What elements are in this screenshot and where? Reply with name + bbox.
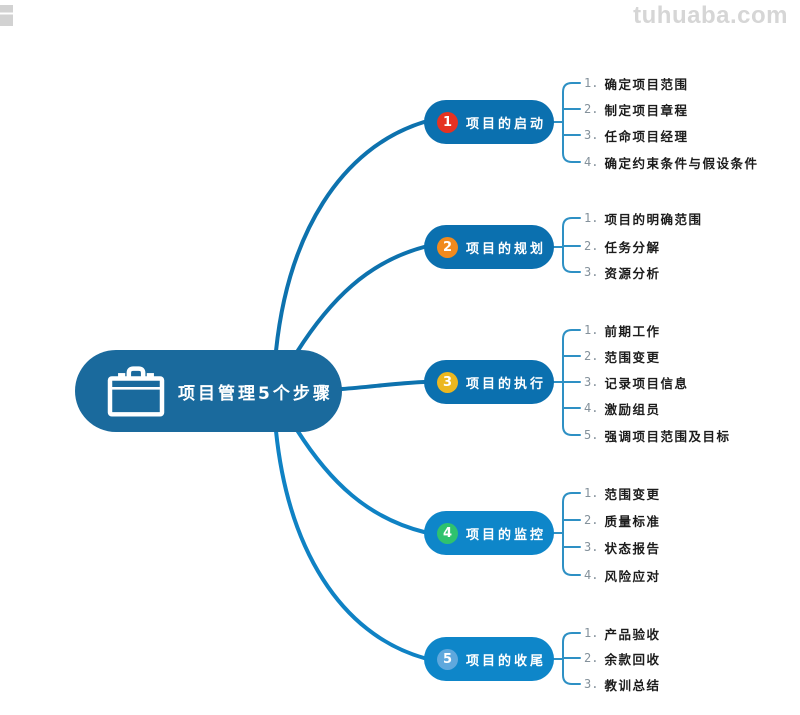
subtopic-number: 4. <box>584 155 599 169</box>
subtopic-text: 确定约束条件与假设条件 <box>604 155 759 171</box>
watermark: tuhuaba.com <box>633 2 788 29</box>
subtopic-number: 3. <box>584 128 599 142</box>
branch-3-number-badge: 3 <box>437 371 458 393</box>
branch-node-3[interactable]: 3 项目的执行 <box>424 360 554 404</box>
connector-root-branch5 <box>274 429 426 660</box>
connector-root-branch3 <box>340 380 426 391</box>
subtopic-text: 激励组员 <box>604 401 661 417</box>
subtopic-2-1[interactable]: 1. 项目的明确范围 <box>584 209 702 227</box>
subtopic-1-1[interactable]: 1. 确定项目范围 <box>584 74 688 92</box>
subtopic-4-4[interactable]: 4. 风险应对 <box>584 566 660 584</box>
branch-1-number-badge: 1 <box>437 111 458 133</box>
corner-watermark-fragment <box>0 5 13 26</box>
subtopic-2-3[interactable]: 3. 资源分析 <box>584 263 660 281</box>
subtopic-text: 状态报告 <box>604 540 661 556</box>
subtopic-text: 任务分解 <box>604 239 661 255</box>
subtopic-text: 确定项目范围 <box>604 76 689 92</box>
subtopic-number: 2. <box>584 239 599 253</box>
branch-5-number-badge: 5 <box>437 648 458 670</box>
subtopic-number: 2. <box>584 513 599 527</box>
subtopic-text: 教训总结 <box>604 677 661 693</box>
bracket-branch4 <box>553 492 581 576</box>
branch-3-label: 项目的执行 <box>466 376 547 392</box>
subtopic-4-2[interactable]: 2. 质量标准 <box>584 511 660 529</box>
bracket-branch2 <box>553 217 581 273</box>
subtopic-number: 3. <box>584 540 599 554</box>
subtopic-text: 风险应对 <box>604 568 661 584</box>
subtopic-text: 质量标准 <box>604 513 661 529</box>
branch-2-label: 项目的规划 <box>466 241 547 257</box>
connector-root-branch1 <box>274 120 426 353</box>
connector-root-branch4 <box>295 428 426 534</box>
subtopic-3-1[interactable]: 1. 前期工作 <box>584 321 660 339</box>
subtopic-2-2[interactable]: 2. 任务分解 <box>584 237 660 255</box>
subtopic-4-1[interactable]: 1. 范围变更 <box>584 484 660 502</box>
briefcase-icon <box>107 366 165 417</box>
bracket-branch5 <box>553 632 581 685</box>
branch-node-2[interactable]: 2 项目的规划 <box>424 225 554 269</box>
subtopic-number: 1. <box>584 626 599 640</box>
subtopic-text: 记录项目信息 <box>604 375 689 391</box>
subtopic-text: 范围变更 <box>604 349 661 365</box>
connector-root-branch2 <box>295 245 426 354</box>
subtopic-number: 3. <box>584 375 599 389</box>
branch-node-1[interactable]: 1 项目的启动 <box>424 100 554 144</box>
subtopic-1-4[interactable]: 4. 确定约束条件与假设条件 <box>584 153 758 171</box>
branch-1-label: 项目的启动 <box>466 116 547 132</box>
subtopic-3-2[interactable]: 2. 范围变更 <box>584 347 660 365</box>
root-node[interactable]: 项目管理5个步骤 <box>75 350 342 432</box>
subtopic-number: 2. <box>584 102 599 116</box>
bracket-branch1 <box>553 82 581 163</box>
subtopic-4-3[interactable]: 3. 状态报告 <box>584 538 660 556</box>
subtopic-3-5[interactable]: 5. 强调项目范围及目标 <box>584 426 730 444</box>
subtopic-number: 3. <box>584 677 599 691</box>
subtopic-number: 3. <box>584 265 599 279</box>
subtopic-number: 1. <box>584 323 599 337</box>
subtopic-text: 余款回收 <box>604 651 661 667</box>
subtopic-number: 2. <box>584 651 599 665</box>
subtopic-text: 强调项目范围及目标 <box>604 428 731 444</box>
branch-node-4[interactable]: 4 项目的监控 <box>424 511 554 555</box>
subtopic-3-3[interactable]: 3. 记录项目信息 <box>584 373 688 391</box>
branch-4-number-badge: 4 <box>437 522 458 544</box>
bracket-branch3 <box>553 329 581 436</box>
subtopic-1-2[interactable]: 2. 制定项目章程 <box>584 100 688 118</box>
root-label: 项目管理5个步骤 <box>178 383 333 404</box>
subtopic-text: 项目的明确范围 <box>604 211 703 227</box>
subtopic-number: 5. <box>584 428 599 442</box>
subtopic-text: 前期工作 <box>604 323 661 339</box>
subtopic-number: 2. <box>584 349 599 363</box>
subtopic-5-1[interactable]: 1. 产品验收 <box>584 624 660 642</box>
subtopic-number: 1. <box>584 76 599 90</box>
subtopic-5-2[interactable]: 2. 余款回收 <box>584 649 660 667</box>
branch-node-5[interactable]: 5 项目的收尾 <box>424 637 554 681</box>
branch-4-label: 项目的监控 <box>466 527 547 543</box>
subtopic-text: 资源分析 <box>604 265 661 281</box>
subtopic-number: 1. <box>584 486 599 500</box>
subtopic-number: 4. <box>584 568 599 582</box>
subtopic-3-4[interactable]: 4. 激励组员 <box>584 399 660 417</box>
subtopic-number: 4. <box>584 401 599 415</box>
branch-2-number-badge: 2 <box>437 236 458 258</box>
subtopic-number: 1. <box>584 211 599 225</box>
subtopic-1-3[interactable]: 3. 任命项目经理 <box>584 126 688 144</box>
subtopic-text: 范围变更 <box>604 486 661 502</box>
subtopic-5-3[interactable]: 3. 教训总结 <box>584 675 660 693</box>
subtopic-text: 制定项目章程 <box>604 102 689 118</box>
branch-5-label: 项目的收尾 <box>466 653 547 669</box>
subtopic-text: 产品验收 <box>604 626 661 642</box>
subtopic-text: 任命项目经理 <box>604 128 689 144</box>
